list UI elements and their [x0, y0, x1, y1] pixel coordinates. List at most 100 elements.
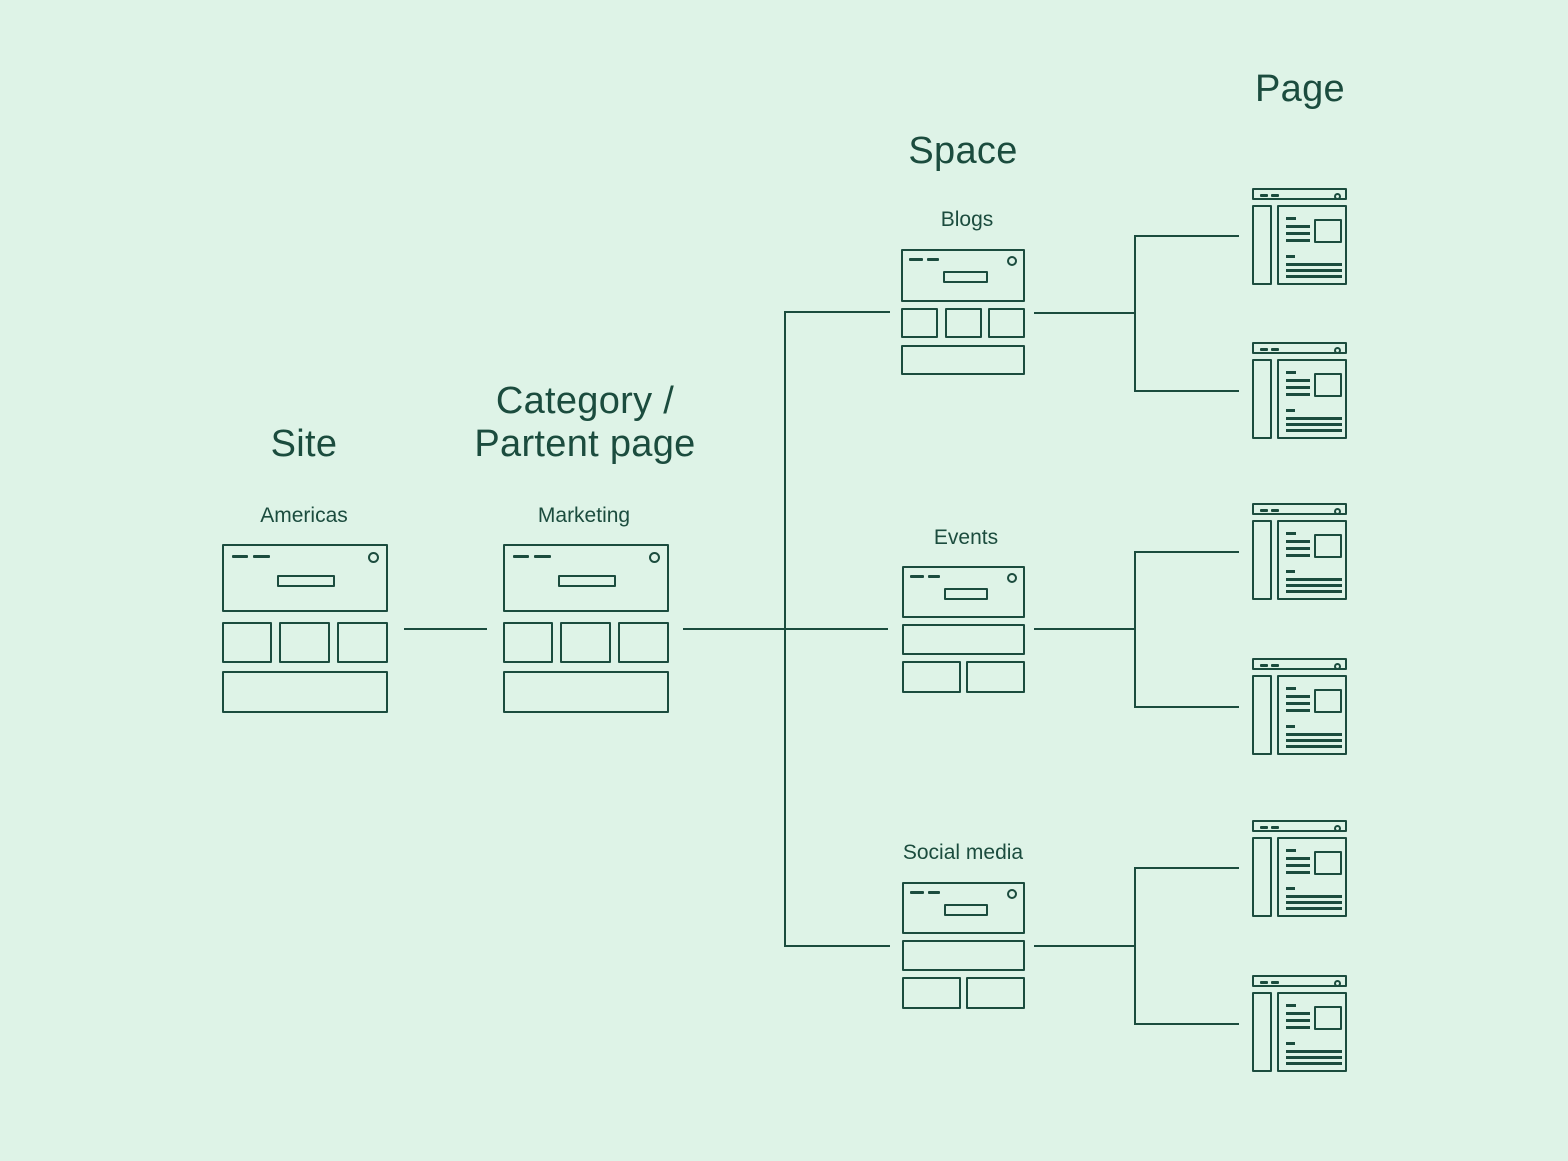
text-line [1286, 907, 1342, 910]
button-placeholder [277, 575, 335, 587]
browser-bar [1252, 342, 1347, 354]
button-placeholder [558, 575, 616, 587]
text-line [1286, 1026, 1310, 1029]
sidebar-placeholder [1252, 520, 1272, 600]
text-line [1286, 379, 1310, 382]
text-line [1286, 1050, 1342, 1053]
avatar-circle-icon [1007, 889, 1017, 899]
button-placeholder [943, 271, 988, 283]
page-wireframe-icon [1252, 188, 1348, 285]
menu-dash-icon [513, 555, 529, 558]
text-line [1286, 895, 1342, 898]
tile-placeholder [560, 622, 611, 663]
banner-placeholder [902, 940, 1025, 971]
column-heading-category-line1: Category / [495, 380, 675, 422]
text-line [1286, 1004, 1296, 1007]
menu-dash-icon [1271, 981, 1279, 984]
browser-bar [1252, 658, 1347, 670]
text-line [1286, 532, 1296, 535]
tile-placeholder [222, 622, 272, 663]
connector-social-page-1 [1134, 867, 1239, 869]
menu-dash-icon [1271, 509, 1279, 512]
page-wireframe-icon [1252, 820, 1348, 917]
menu-dash-icon [1271, 348, 1279, 351]
avatar-circle-icon [1334, 663, 1341, 670]
text-line [1286, 702, 1310, 705]
connector-events-page-1 [1134, 551, 1239, 553]
menu-dash-icon [1260, 509, 1268, 512]
blogs-space-wireframe-icon [901, 249, 1025, 375]
wireframe-header [503, 544, 669, 612]
column-heading-page: Page [1255, 68, 1345, 110]
tile-placeholder [988, 308, 1025, 338]
avatar-circle-icon [1334, 193, 1341, 200]
sidebar-placeholder [1252, 992, 1272, 1072]
sidebar-placeholder [1252, 837, 1272, 917]
connector-social-page-bracket [1134, 867, 1136, 1025]
connector-blogs-out [1034, 312, 1134, 314]
tile-placeholder [503, 622, 553, 663]
image-placeholder [1314, 534, 1342, 558]
menu-dash-icon [1260, 981, 1268, 984]
text-line [1286, 578, 1342, 581]
menu-dash-icon [910, 891, 924, 894]
text-line [1286, 887, 1295, 890]
text-line [1286, 739, 1342, 742]
text-line [1286, 540, 1310, 543]
sidebar-placeholder [1252, 359, 1272, 439]
page-wireframe-icon [1252, 658, 1348, 755]
tile-placeholder [966, 977, 1025, 1009]
text-line [1286, 687, 1296, 690]
text-line [1286, 255, 1295, 258]
browser-bar [1252, 188, 1347, 200]
avatar-circle-icon [1334, 980, 1341, 987]
text-line [1286, 239, 1310, 242]
text-line [1286, 709, 1310, 712]
footer-placeholder [901, 345, 1025, 375]
text-line [1286, 1062, 1342, 1065]
wireframe-header [222, 544, 388, 612]
text-line [1286, 547, 1310, 550]
text-line [1286, 584, 1342, 587]
column-heading-category-line2: Partent page [474, 423, 696, 465]
tile-placeholder [901, 308, 938, 338]
menu-dash-icon [1271, 664, 1279, 667]
text-line [1286, 590, 1342, 593]
node-label-marketing: Marketing [537, 504, 631, 527]
wireframe-header [902, 566, 1025, 618]
text-line [1286, 733, 1342, 736]
text-line [1286, 386, 1310, 389]
text-line [1286, 225, 1310, 228]
connector-trunk-to-social [784, 945, 890, 947]
text-line [1286, 217, 1296, 220]
text-line [1286, 429, 1342, 432]
menu-dash-icon [1271, 194, 1279, 197]
text-line [1286, 1042, 1295, 1045]
connector-blogs-page-2 [1134, 390, 1239, 392]
text-line [1286, 371, 1296, 374]
page-wireframe-icon [1252, 975, 1348, 1072]
text-line [1286, 417, 1342, 420]
menu-dash-icon [928, 575, 940, 578]
article-placeholder [1277, 359, 1347, 439]
column-heading-site: Site [270, 423, 338, 465]
connector-social-page-2 [1134, 1023, 1239, 1025]
article-placeholder [1277, 520, 1347, 600]
marketing-category-wireframe-icon [503, 544, 669, 713]
connector-events-out [1034, 628, 1134, 630]
node-label-events: Events [933, 526, 999, 549]
avatar-circle-icon [1334, 825, 1341, 832]
avatar-circle-icon [1334, 508, 1341, 515]
text-line [1286, 849, 1296, 852]
events-space-wireframe-icon [902, 566, 1025, 693]
menu-dash-icon [1260, 348, 1268, 351]
column-heading-category: Category / Partent page [435, 380, 735, 466]
text-line [1286, 570, 1295, 573]
social-media-space-wireframe-icon [902, 882, 1025, 1009]
text-line [1286, 1056, 1342, 1059]
menu-dash-icon [232, 555, 248, 558]
text-line [1286, 1012, 1310, 1015]
menu-dash-icon [253, 555, 270, 558]
text-line [1286, 1019, 1310, 1022]
banner-placeholder [902, 624, 1025, 655]
